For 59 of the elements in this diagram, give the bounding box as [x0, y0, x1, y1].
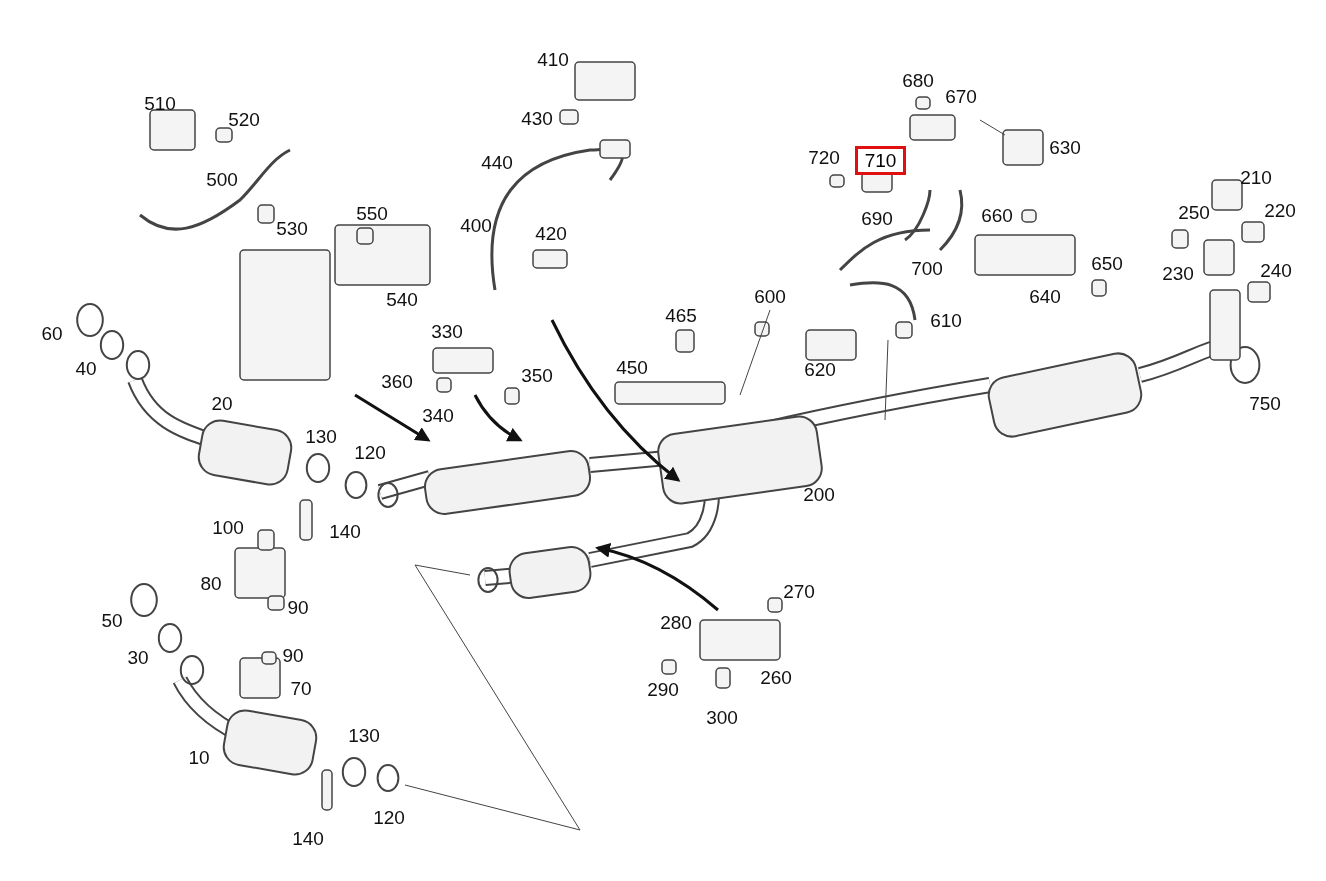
callout-number: 90	[287, 597, 309, 617]
callout-number: 10	[188, 747, 210, 767]
callout-number: 440	[481, 152, 513, 172]
callout-number: 40	[75, 358, 97, 378]
callout-number: 340	[422, 405, 454, 425]
callout-number: 120	[354, 442, 386, 462]
callout-number: 700	[911, 258, 943, 278]
callout-number: 30	[127, 647, 149, 667]
callout-number: 20	[211, 393, 233, 413]
callout-number: 410	[537, 49, 569, 69]
highlighted-callout-number: 710	[855, 146, 906, 175]
callout-number: 510	[144, 93, 176, 113]
callout-number: 70	[290, 678, 312, 698]
callout-number: 400	[460, 215, 492, 235]
callout-number: 350	[521, 365, 553, 385]
callout-number: 690	[861, 208, 893, 228]
callout-number: 520	[228, 109, 260, 129]
callout-number: 130	[348, 725, 380, 745]
callout-number: 650	[1091, 253, 1123, 273]
callout-number: 450	[616, 357, 648, 377]
callout-number: 670	[945, 86, 977, 106]
callout-number: 550	[356, 203, 388, 223]
callout-number: 120	[373, 807, 405, 827]
callout-number: 530	[276, 218, 308, 238]
callout-number: 130	[305, 426, 337, 446]
callout-number: 140	[329, 521, 361, 541]
callout-number: 610	[930, 310, 962, 330]
callout-number: 80	[200, 573, 222, 593]
callout-number: 720	[808, 147, 840, 167]
callout-number: 630	[1049, 137, 1081, 157]
callout-number: 230	[1162, 263, 1194, 283]
callout-number: 750	[1249, 393, 1281, 413]
callout-number: 300	[706, 707, 738, 727]
callout-number: 330	[431, 321, 463, 341]
callout-number: 220	[1264, 200, 1296, 220]
callout-number: 600	[754, 286, 786, 306]
callout-number: 240	[1260, 260, 1292, 280]
callout-number: 280	[660, 612, 692, 632]
callout-number: 360	[381, 371, 413, 391]
callout-number: 430	[521, 108, 553, 128]
callout-number: 660	[981, 205, 1013, 225]
callout-number: 270	[783, 581, 815, 601]
callout-number: 420	[535, 223, 567, 243]
callout-number: 465	[665, 305, 697, 325]
callout-number: 540	[386, 289, 418, 309]
callout-number: 680	[902, 70, 934, 90]
callout-number: 60	[41, 323, 63, 343]
callout-number: 640	[1029, 286, 1061, 306]
callout-number: 210	[1240, 167, 1272, 187]
callout-number: 620	[804, 359, 836, 379]
callout-number: 100	[212, 517, 244, 537]
callout-number: 290	[647, 679, 679, 699]
callout-number: 140	[292, 828, 324, 848]
callout-number: 200	[803, 484, 835, 504]
callout-number: 250	[1178, 202, 1210, 222]
callout-number: 90	[282, 645, 304, 665]
callout-number: 50	[101, 610, 123, 630]
callout-number: 500	[206, 169, 238, 189]
callout-number: 260	[760, 667, 792, 687]
